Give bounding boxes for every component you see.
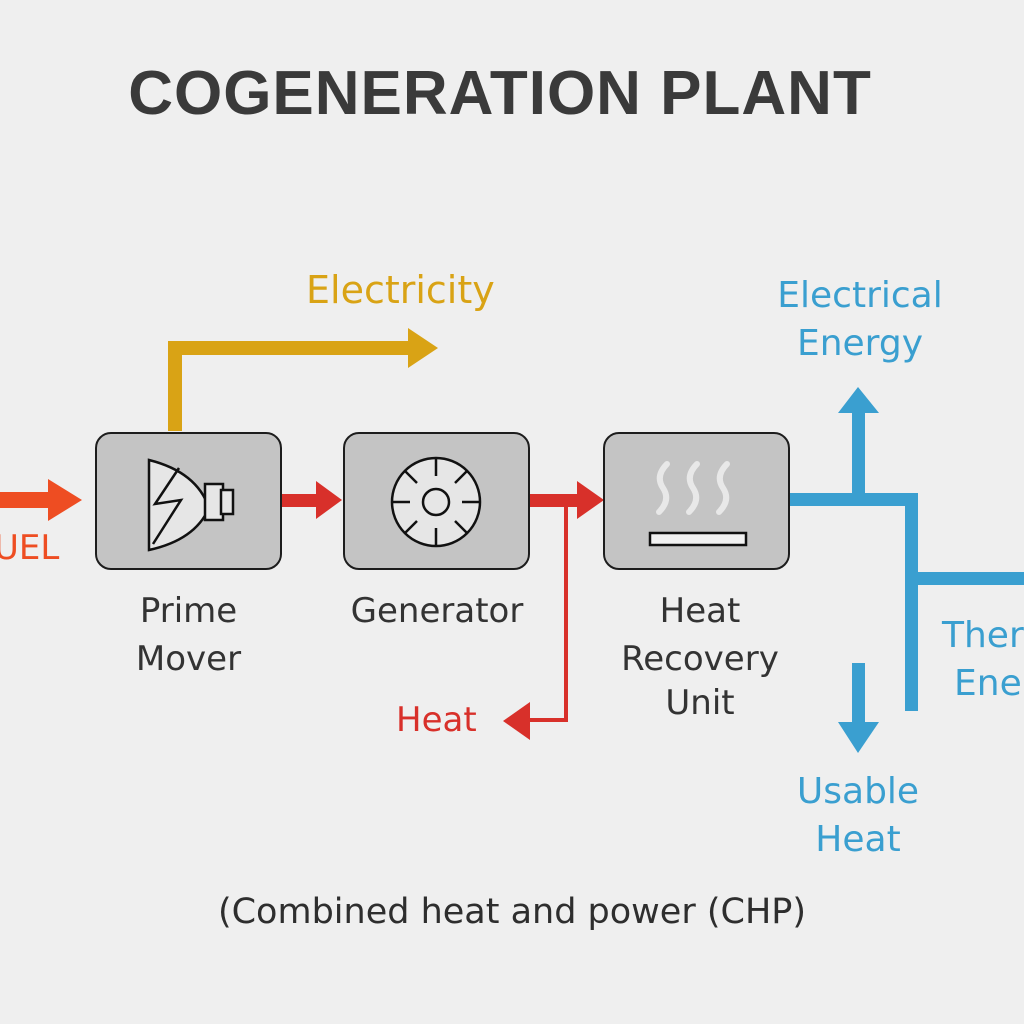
- diagram-subtitle: (Combined heat and power (CHP): [217, 892, 807, 932]
- heat-waves-icon: [648, 461, 748, 547]
- thermal-energy-line2: Ene: [954, 663, 1022, 704]
- hru-label-line2: Recovery: [621, 639, 779, 679]
- usable-heat-line2: Heat: [815, 819, 901, 860]
- prime-mover-box[interactable]: [95, 432, 282, 570]
- electrical-energy-line1: Electrical: [777, 275, 943, 316]
- engine-lightning-icon: [147, 458, 235, 552]
- prime-mover-label-line2: Mover: [135, 639, 242, 679]
- fuel-label: UEL: [0, 528, 60, 568]
- usable-heat-label: Usable Heat: [760, 768, 956, 864]
- thermal-energy-line1: Ther: [942, 615, 1024, 656]
- hru-label-line1: Heat: [659, 591, 741, 631]
- prime-mover-label-line1: Prime: [139, 591, 238, 631]
- electrical-energy-label: Electrical Energy: [760, 272, 960, 368]
- heat-label: Heat: [396, 700, 477, 740]
- electricity-arrow: [168, 328, 438, 431]
- electrical-energy-line2: Energy: [796, 323, 924, 364]
- hru-label-line3: Unit: [665, 683, 735, 723]
- generator-box[interactable]: [343, 432, 530, 570]
- heat-recovery-unit-label: Heat Recovery Unit: [600, 587, 800, 727]
- fuel-arrow: [0, 479, 82, 521]
- prime-to-generator-arrow: [282, 481, 342, 519]
- generator-label: Generator: [350, 591, 524, 631]
- usable-heat-line1: Usable: [796, 771, 920, 812]
- thermal-energy-label: Ther Ene: [942, 612, 1024, 708]
- energy-output-network: [790, 387, 1024, 753]
- heat-arrow: [503, 500, 568, 740]
- electricity-label: Electricity: [306, 268, 495, 312]
- diagram-title: COGENERATION PLANT: [128, 59, 872, 128]
- turbine-wheel-icon: [390, 456, 482, 548]
- prime-mover-label: Prime Mover: [95, 587, 282, 683]
- heat-recovery-unit-box[interactable]: [603, 432, 790, 570]
